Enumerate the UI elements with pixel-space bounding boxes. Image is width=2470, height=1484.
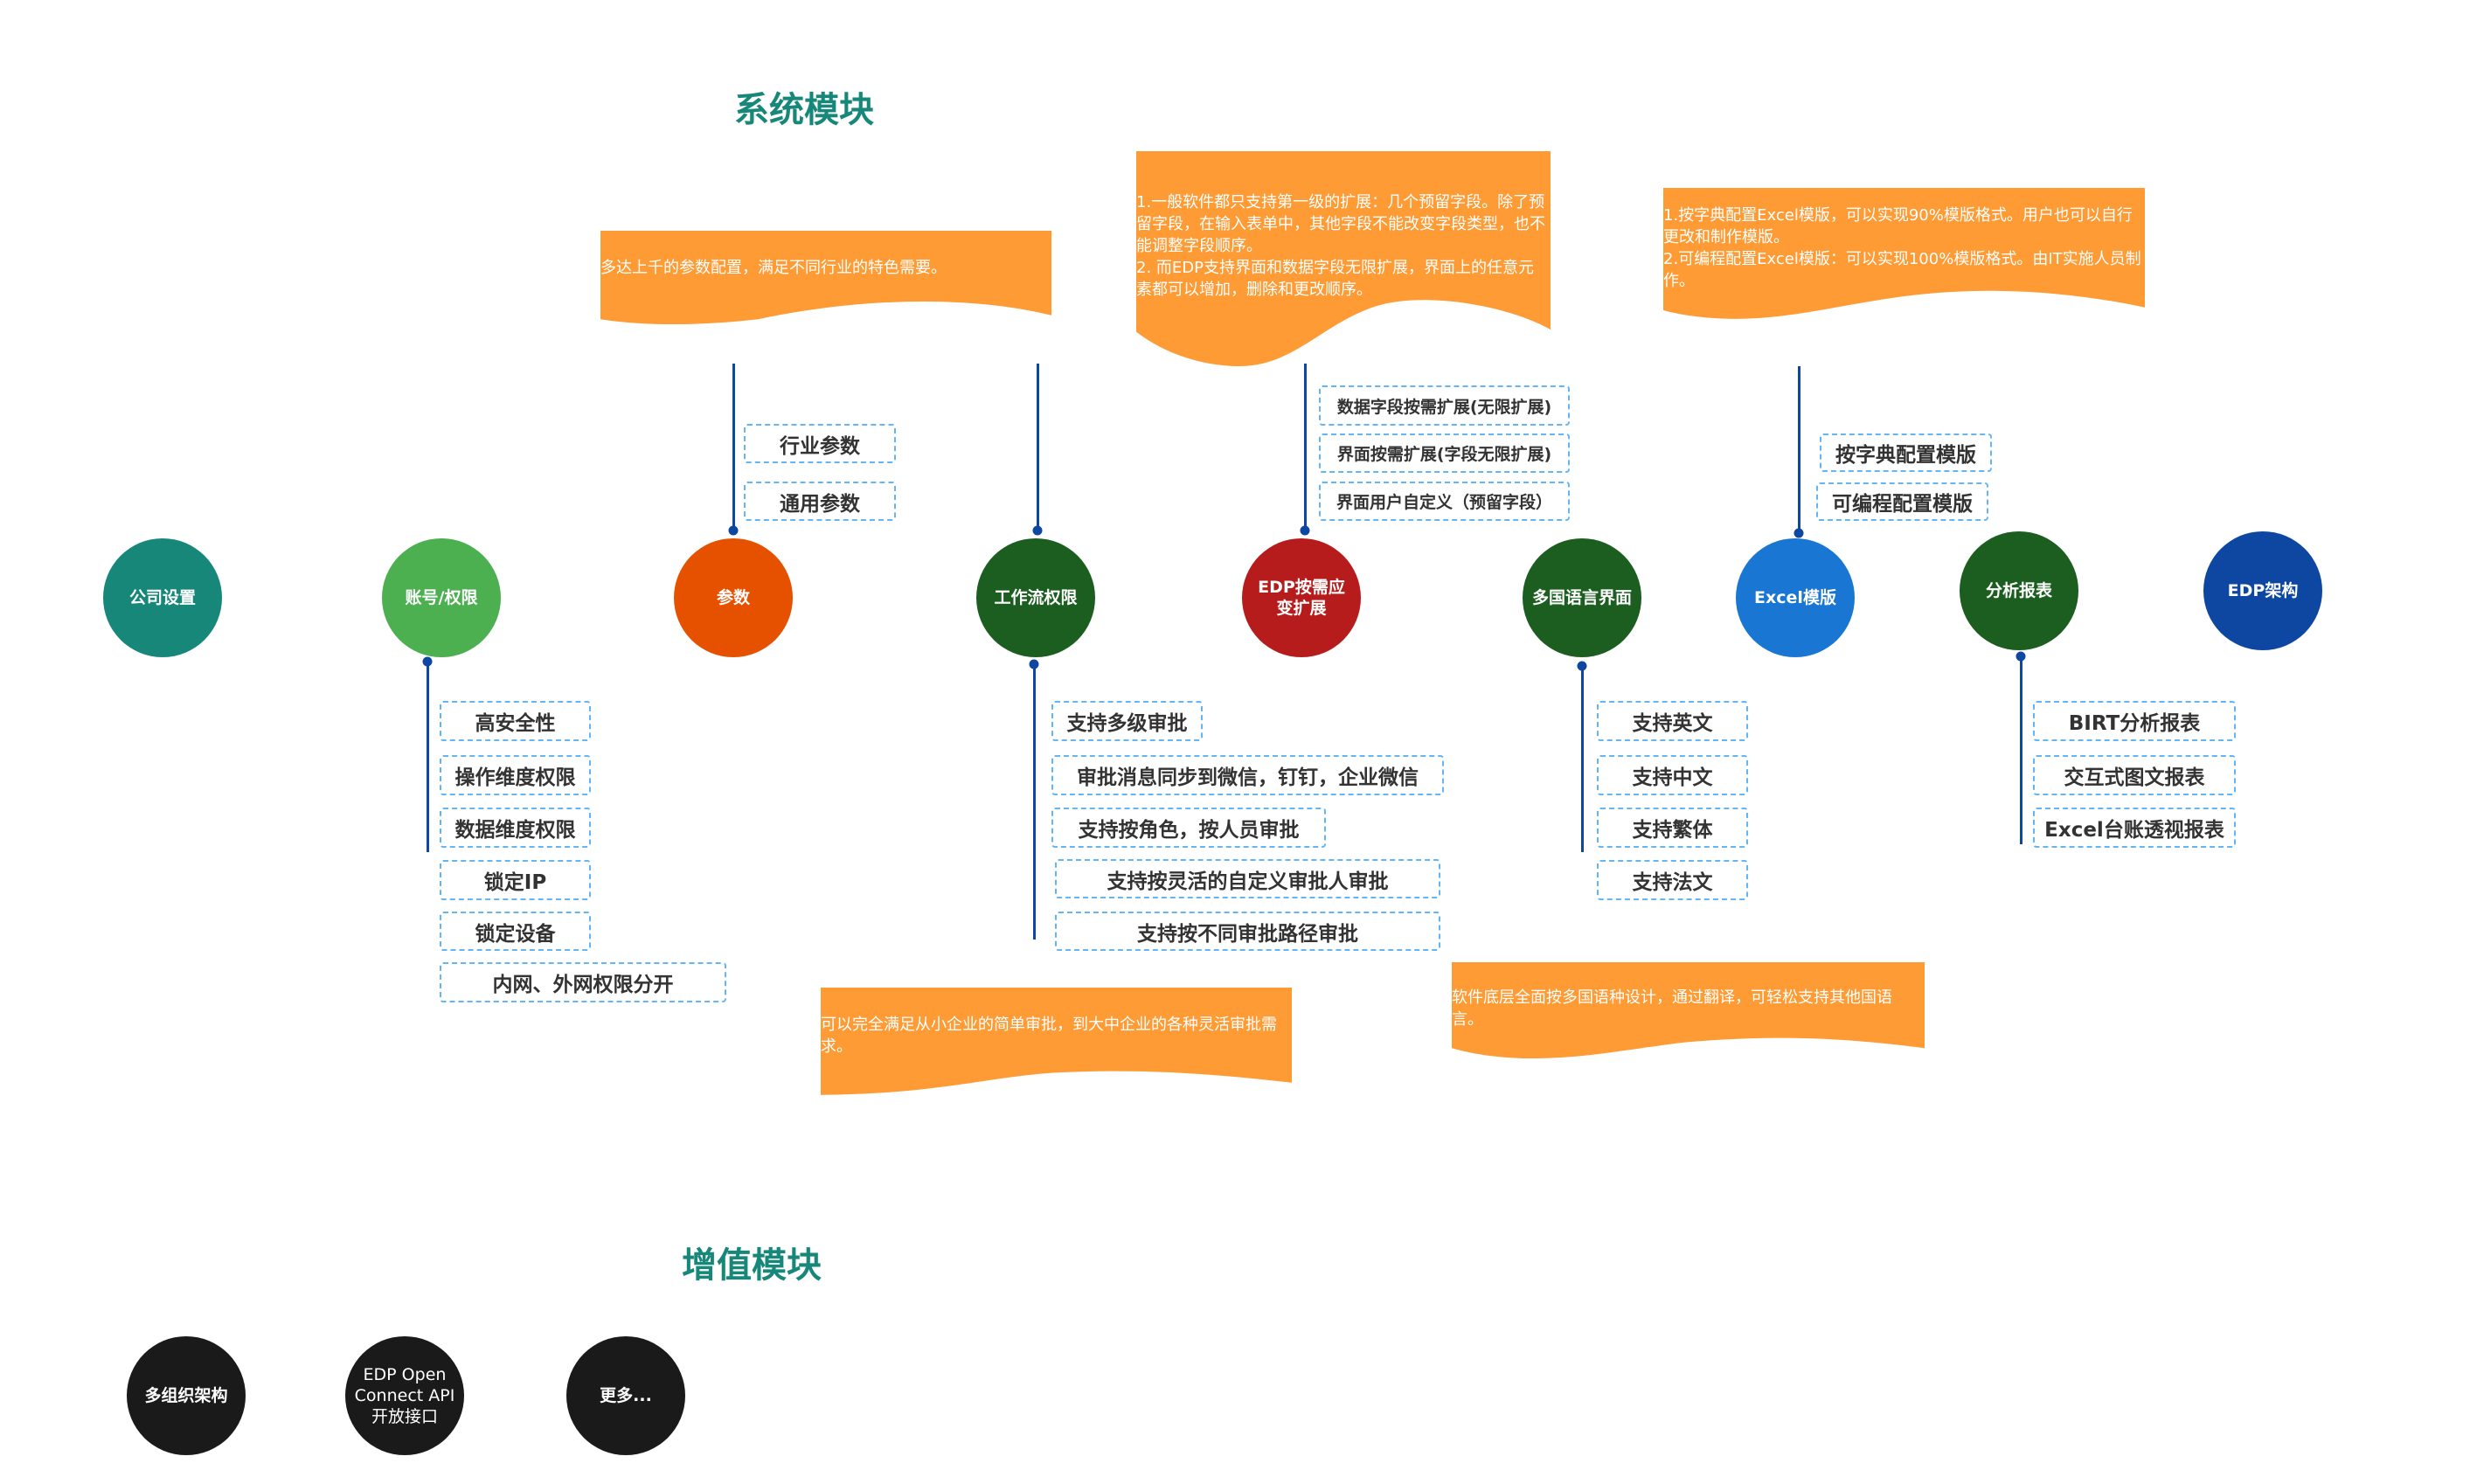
item-box: 内网、外网权限分开: [440, 962, 726, 1002]
callout-multilang: 软件底层全面按多国语种设计，通过翻译，可轻松支持其他国语言。: [1452, 962, 1925, 1064]
connector-dot: [2016, 651, 2026, 662]
item-box: 支持多级审批: [1051, 701, 1203, 741]
item-box: 支持按灵活的自定义审批人审批: [1055, 859, 1440, 898]
callout-params: 多达上千的参数配置，满足不同行业的特色需要。: [600, 231, 1051, 327]
item-box: 交互式图文报表: [2033, 755, 2236, 795]
item-box: 界面用户自定义（预留字段）: [1319, 482, 1570, 521]
callout-shape: [1452, 962, 1925, 1059]
item-box: 按字典配置模版: [1820, 433, 1992, 472]
value-added-modules-title: 增值模块: [682, 1245, 822, 1286]
callout-text: 1.按字典配置Excel模版，可以实现90%模版格式。用户也可以自行更改和制作模…: [1663, 206, 2141, 290]
item-box: 锁定设备: [440, 912, 591, 951]
node-excel-template[interactable]: Excel模版: [1736, 538, 1855, 657]
item-box: 审批消息同步到微信，钉钉，企业微信: [1051, 755, 1444, 795]
callout-text: 1.一般软件都只支持第一级的扩展：几个预留字段。除了预留字段，在输入表单中，其他…: [1136, 193, 1545, 299]
item-box: 界面按需扩展(字段无限扩展): [1319, 433, 1570, 473]
item-box: 支持中文: [1597, 755, 1748, 795]
connector-dot: [422, 656, 433, 667]
node-analysis-reports[interactable]: 分析报表: [1960, 531, 2078, 650]
item-box: 通用参数: [744, 482, 896, 521]
callout-shape: [821, 988, 1292, 1095]
connector-dot: [1029, 659, 1039, 669]
callout-shape: [600, 231, 1051, 325]
node-account-permissions[interactable]: 账号/权限: [382, 538, 501, 657]
callout-edp: 1.一般软件都只支持第一级的扩展：几个预留字段。除了预留字段，在输入表单中，其他…: [1136, 151, 1551, 366]
callout-shape: [1663, 188, 2145, 319]
item-box: 支持英文: [1597, 701, 1748, 741]
item-box: 数据维度权限: [440, 808, 591, 848]
node-more[interactable]: 更多...: [566, 1336, 685, 1455]
connector-line: [1304, 364, 1307, 530]
item-box: Excel台账透视报表: [2033, 808, 2236, 848]
system-modules-title: 系统模块: [734, 90, 874, 130]
item-box: 高安全性: [440, 701, 591, 741]
item-box: 可编程配置模版: [1816, 482, 1988, 521]
connector-line: [427, 662, 429, 852]
connector-dot: [1300, 525, 1310, 536]
item-box: 锁定IP: [440, 860, 591, 900]
node-parameters[interactable]: 参数: [674, 538, 793, 657]
connector-dot: [1577, 661, 1587, 671]
item-box: 操作维度权限: [440, 755, 591, 795]
item-box: BIRT分析报表: [2033, 701, 2236, 741]
callout-excel: 1.按字典配置Excel模版，可以实现90%模版格式。用户也可以自行更改和制作模…: [1663, 188, 2145, 327]
connector-dot: [728, 525, 739, 536]
connector-line: [2020, 656, 2022, 844]
connector-line: [1033, 664, 1036, 940]
connector-line: [1037, 364, 1039, 530]
item-box: 支持法文: [1597, 860, 1748, 900]
connector-line: [1581, 666, 1584, 852]
node-company-settings[interactable]: 公司设置: [103, 538, 222, 657]
item-box: 支持按角色，按人员审批: [1051, 808, 1326, 848]
node-open-api[interactable]: EDP Open Connect API开放接口: [345, 1336, 464, 1455]
callout-text: 多达上千的参数配置，满足不同行业的特色需要。: [600, 259, 947, 277]
item-box: 支持按不同审批路径审批: [1055, 912, 1440, 951]
item-box: 行业参数: [744, 424, 896, 463]
connector-line: [732, 364, 735, 530]
connector-line: [1798, 366, 1800, 533]
callout-workflow: 可以完全满足从小企业的简单审批，到大中企业的各种灵活审批需求。: [821, 988, 1292, 1099]
node-multi-org[interactable]: 多组织架构: [127, 1336, 246, 1455]
callout-text: 软件底层全面按多国语种设计，通过翻译，可轻松支持其他国语言。: [1452, 988, 1892, 1029]
callout-text: 可以完全满足从小企业的简单审批，到大中企业的各种灵活审批需求。: [821, 1016, 1277, 1056]
node-edp-extension[interactable]: EDP按需应变扩展: [1242, 538, 1361, 657]
node-edp-architecture[interactable]: EDP架构: [2203, 531, 2322, 650]
connector-dot: [1032, 525, 1043, 536]
node-workflow-permissions[interactable]: 工作流权限: [976, 538, 1095, 657]
item-box: 支持繁体: [1597, 808, 1748, 848]
node-multilanguage[interactable]: 多国语言界面: [1523, 538, 1641, 657]
callout-shape: [1136, 151, 1551, 366]
item-box: 数据字段按需扩展(无限扩展): [1319, 385, 1570, 426]
connector-dot: [1794, 528, 1804, 538]
